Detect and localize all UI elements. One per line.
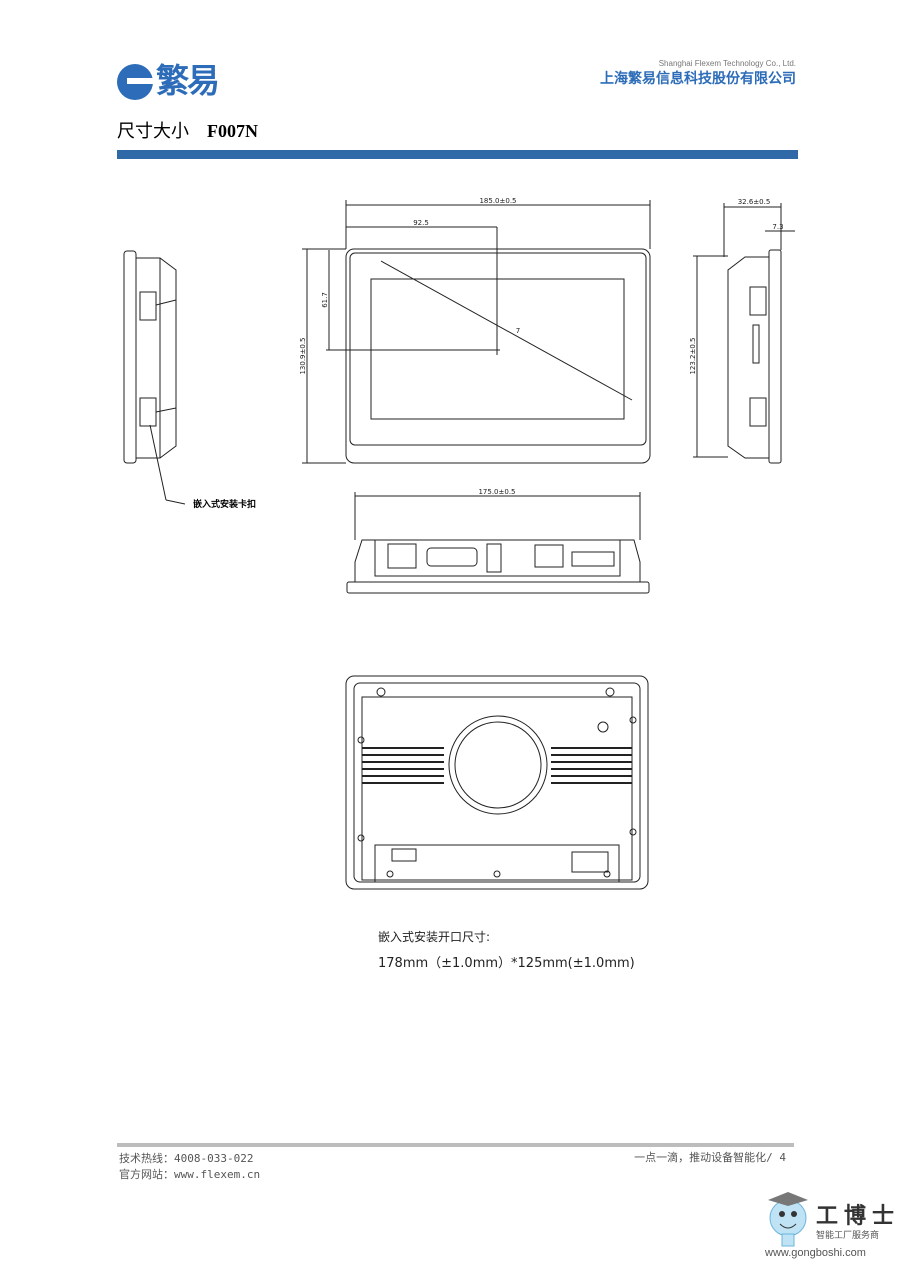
model-name: F007N (207, 121, 258, 141)
hotline: 技术热线：4008-033-022 (119, 1152, 254, 1165)
title-rule (117, 150, 798, 159)
website: 官方网站：www.flexem.cn (119, 1168, 261, 1181)
flexem-logo-icon (117, 64, 153, 100)
dim-side-depth: 32.6±0.5 (738, 198, 771, 206)
watermark-tagline: 智能工厂服务商 (816, 1231, 880, 1241)
right-side-view (693, 203, 795, 464)
dim-diagonal: 7 (516, 327, 520, 335)
company-name-cn: 上海繁易信息科技股份有限公司 (600, 71, 796, 87)
dim-bezel-depth: 7.3 (772, 223, 783, 231)
cutout-value: 178mm（±1.0mm）*125mm(±1.0mm) (378, 956, 635, 971)
watermark-name: 工博士 (816, 1203, 900, 1229)
logo-text: 繁易 (156, 61, 220, 100)
title-text: 尺寸大小 (117, 121, 189, 142)
slogan-page-number: 一点一滴，推动设备智能化/ 4 (634, 1151, 786, 1164)
bottom-view (346, 492, 650, 594)
watermark-url: www.gongboshi.com (765, 1247, 866, 1259)
company-name-en: Shanghai Flexem Technology Co., Ltd. (658, 59, 796, 68)
clip-label: 嵌入式安装卡扣 (193, 498, 256, 510)
dim-center-x: 92.5 (413, 219, 429, 227)
page-title: 尺寸大小 F007N (117, 120, 258, 143)
dim-center-y: 61.7 (321, 292, 329, 308)
dim-bottom-width: 175.0±0.5 (478, 488, 515, 496)
footer-rule (117, 1143, 794, 1147)
dim-front-height: 130.9±0.5 (299, 337, 307, 374)
front-view (302, 200, 651, 464)
cutout-label: 嵌入式安装开口尺寸: (378, 930, 491, 944)
left-side-view (123, 250, 186, 505)
rear-view (345, 675, 649, 890)
dim-side-height: 123.2±0.5 (689, 337, 697, 374)
dim-front-width: 185.0±0.5 (479, 197, 516, 205)
dimension-drawings: 嵌入式安装卡扣 185.0±0.5 92.5 61.7 130.9±0.5 7 … (123, 197, 795, 890)
